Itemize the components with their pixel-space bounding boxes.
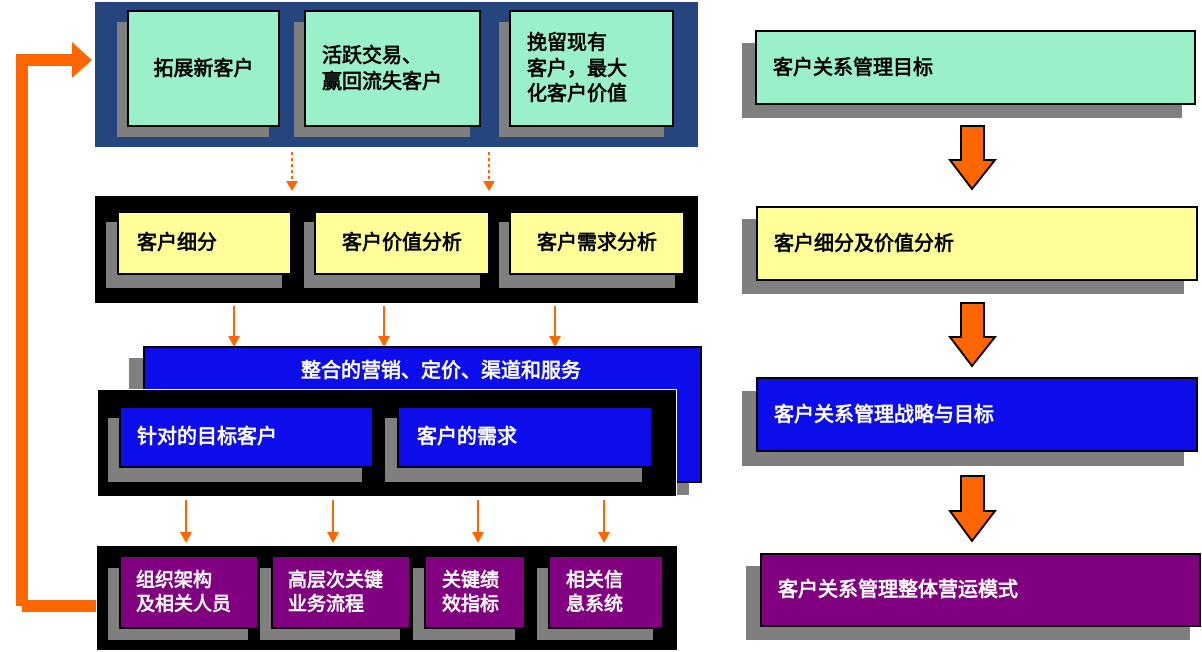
step-box-crm-goals: 客户关系管理目标 bbox=[755, 30, 1196, 105]
analysis-box-needs: 客户需求分析 bbox=[509, 211, 685, 275]
ops-label: 组织架构 及相关人员 bbox=[136, 568, 232, 615]
down-arrow-icon bbox=[947, 125, 998, 191]
step-label: 客户关系管理战略与目标 bbox=[774, 401, 994, 426]
step-box-strategy-goals: 客户关系管理战略与目标 bbox=[756, 377, 1198, 452]
goal-box-active-trading: 活跃交易、 赢回流失客户 bbox=[304, 10, 481, 127]
analysis-label: 客户价值分析 bbox=[342, 230, 462, 255]
analysis-label: 客户需求分析 bbox=[537, 230, 657, 255]
strategy-box-customer-needs: 客户的需求 bbox=[397, 406, 653, 468]
ops-box-info-systems: 相关信 息系统 bbox=[548, 555, 664, 629]
strategy-box-target-customers: 针对的目标客户 bbox=[119, 406, 374, 468]
ops-label: 相关信 息系统 bbox=[566, 568, 624, 615]
ops-label: 高层次关键 业务流程 bbox=[288, 568, 384, 615]
ops-label: 关键绩 效指标 bbox=[442, 568, 500, 615]
step-label: 客户关系管理整体营运模式 bbox=[778, 577, 1018, 602]
step-label: 客户关系管理目标 bbox=[773, 54, 933, 79]
goal-label: 挽留现有 客户，最大 化客户价值 bbox=[527, 30, 627, 106]
ops-box-processes: 高层次关键 业务流程 bbox=[271, 555, 411, 629]
goal-box-retain-customers: 挽留现有 客户，最大 化客户价值 bbox=[509, 10, 674, 127]
ops-box-kpi: 关键绩 效指标 bbox=[424, 555, 526, 629]
step-box-segmentation-value: 客户细分及价值分析 bbox=[756, 206, 1198, 281]
step-label: 客户细分及价值分析 bbox=[774, 230, 954, 255]
strategy-header-label: 整合的营销、定价、渠道和服务 bbox=[301, 358, 581, 382]
analysis-box-segmentation: 客户细分 bbox=[117, 211, 292, 275]
goal-box-new-customers: 拓展新客户 bbox=[127, 10, 280, 127]
down-arrow-icon bbox=[948, 475, 998, 543]
down-arrow-icon bbox=[947, 302, 998, 368]
analysis-box-value: 客户价值分析 bbox=[314, 211, 490, 275]
ops-box-organization: 组织架构 及相关人员 bbox=[119, 555, 259, 629]
strategy-label: 客户的需求 bbox=[417, 424, 517, 449]
goal-label: 活跃交易、 赢回流失客户 bbox=[322, 42, 442, 93]
strategy-label: 针对的目标客户 bbox=[137, 424, 277, 449]
analysis-label: 客户细分 bbox=[137, 230, 217, 255]
step-box-operating-model: 客户关系管理整体营运模式 bbox=[760, 553, 1201, 627]
goal-label: 拓展新客户 bbox=[153, 55, 254, 80]
